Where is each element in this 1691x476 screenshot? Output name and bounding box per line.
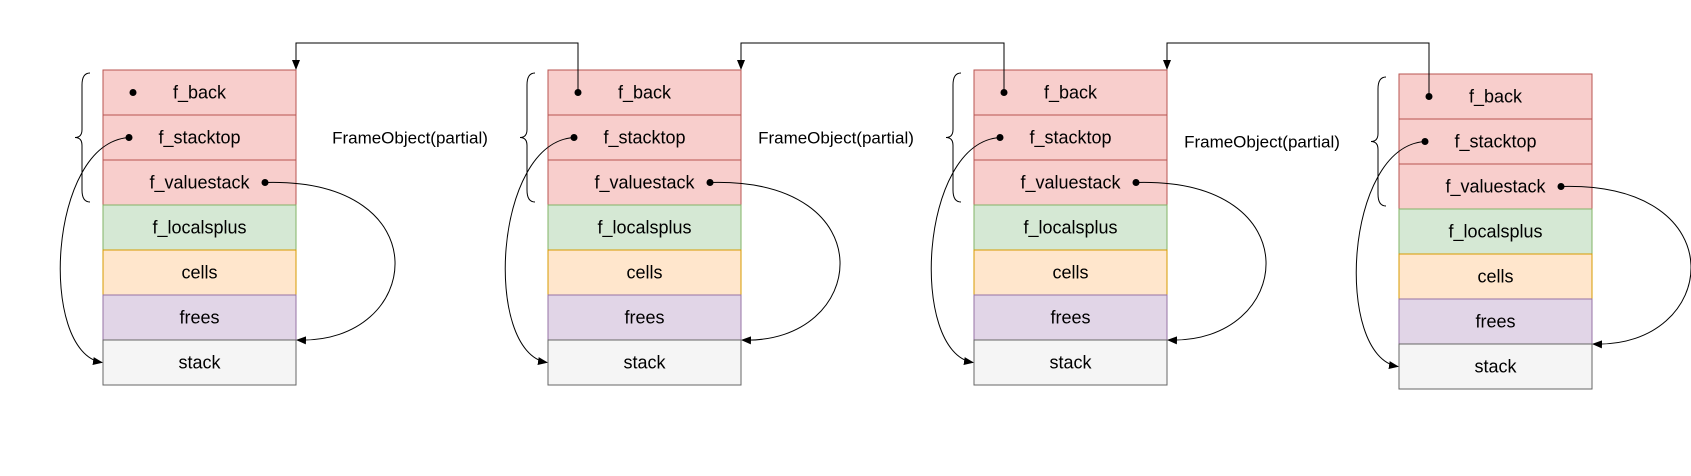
cell-frees xyxy=(547,294,742,341)
cell-frees xyxy=(1398,298,1593,345)
f-stacktop-arrow xyxy=(59,137,130,366)
cell-label: stack xyxy=(1474,357,1517,377)
cell-label: f_localsplus xyxy=(1448,222,1542,243)
cell-label: f_localsplus xyxy=(1023,218,1117,239)
f-stacktop-arrow xyxy=(504,137,575,366)
group-brace xyxy=(1370,76,1387,207)
f-valuestack-arrow xyxy=(1135,181,1267,345)
cell-label: cells xyxy=(1052,263,1088,283)
cell-label: f_localsplus xyxy=(597,218,691,239)
frame-object-label: FrameObject(partial) xyxy=(1184,133,1340,152)
cell-cells xyxy=(547,249,742,296)
cell-label: f_back xyxy=(1044,83,1098,104)
cell-stack xyxy=(1398,343,1593,390)
frame-object-label: FrameObject(partial) xyxy=(758,129,914,148)
frame-object-4: f_back f_stacktop f_valuestack f_localsplus… xyxy=(1184,73,1691,390)
cell-label: stack xyxy=(1049,353,1092,373)
cell-cells xyxy=(973,249,1168,296)
f-back-link-3-to-2 xyxy=(737,42,1005,93)
back-links-layer xyxy=(292,42,1430,97)
f-stacktop-arrow xyxy=(1355,141,1426,370)
cell-label: cells xyxy=(626,263,662,283)
cell-cells xyxy=(102,249,297,296)
cell-label: f_stacktop xyxy=(158,128,240,149)
group-brace xyxy=(74,72,91,203)
f-stacktop-arrow xyxy=(930,137,1001,366)
cell-f-stacktop xyxy=(102,114,297,161)
cell-label: f_stacktop xyxy=(1454,132,1536,153)
cell-label: cells xyxy=(181,263,217,283)
cell-label: frees xyxy=(179,308,219,328)
cell-label: f_stacktop xyxy=(1029,128,1111,149)
cell-frees xyxy=(102,294,297,341)
cell-label: cells xyxy=(1477,267,1513,287)
cell-stack xyxy=(973,339,1168,386)
cell-label: frees xyxy=(1475,312,1515,332)
cell-label: stack xyxy=(178,353,221,373)
cell-stack xyxy=(102,339,297,386)
group-brace xyxy=(519,72,536,203)
cell-label: f_valuestack xyxy=(1020,173,1121,194)
f-back-pointer-dot xyxy=(129,89,137,96)
cell-label: frees xyxy=(624,308,664,328)
cell-stack xyxy=(547,339,742,386)
cell-label: frees xyxy=(1050,308,1090,328)
cell-label: f_back xyxy=(618,83,672,104)
cell-f-stacktop xyxy=(547,114,742,161)
cell-frees xyxy=(973,294,1168,341)
cell-f-localsplus xyxy=(973,204,1168,251)
f-valuestack-arrow xyxy=(264,181,396,345)
cell-cells xyxy=(1398,253,1593,300)
cell-f-localsplus xyxy=(547,204,742,251)
cell-label: f_valuestack xyxy=(149,173,250,194)
frame-object-label: FrameObject(partial) xyxy=(332,129,488,148)
cell-f-localsplus xyxy=(102,204,297,251)
frame-object-1: f_back f_stacktop f_valuestack f_localsplus… xyxy=(59,69,396,386)
f-valuestack-arrow xyxy=(1560,185,1691,349)
cell-f-localsplus xyxy=(1398,208,1593,255)
cell-label: stack xyxy=(623,353,666,373)
cell-label: f_valuestack xyxy=(1445,177,1546,198)
cell-label: f_back xyxy=(1469,87,1523,108)
f-back-link-4-to-3 xyxy=(1163,42,1430,97)
group-brace xyxy=(945,72,962,203)
cell-label: f_stacktop xyxy=(603,128,685,149)
cell-f-stacktop xyxy=(1398,118,1593,165)
cell-label: f_back xyxy=(173,83,227,104)
cell-label: f_valuestack xyxy=(594,173,695,194)
frames-layer: f_back f_stacktop f_valuestack f_localsplus… xyxy=(59,69,1691,390)
frame-object-3: f_back f_stacktop f_valuestack f_localsplus… xyxy=(758,69,1267,386)
f-valuestack-arrow xyxy=(709,181,841,345)
cell-label: f_localsplus xyxy=(152,218,246,239)
f-back-link-2-to-1 xyxy=(292,42,579,93)
frame-object-2: f_back f_stacktop f_valuestack f_localsplus… xyxy=(332,69,841,386)
